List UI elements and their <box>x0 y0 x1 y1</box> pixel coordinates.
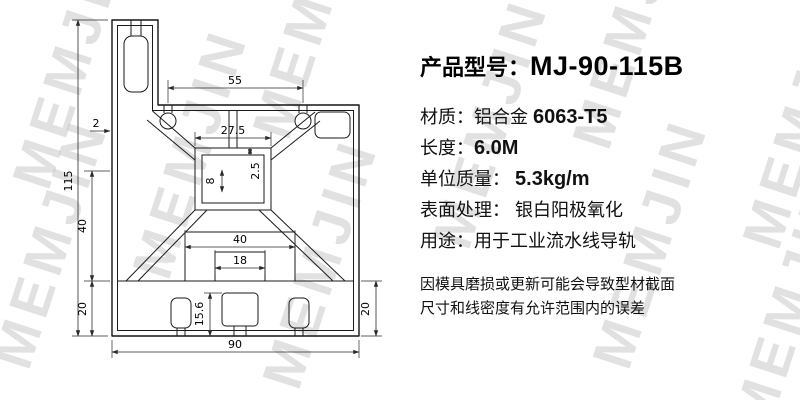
dim-40-mid: 40 <box>233 233 247 246</box>
dim-20-right: 20 <box>359 302 372 316</box>
spec-unit-mass-value: 5.3kg/m <box>515 168 590 190</box>
dim-115: 115 <box>62 171 75 192</box>
profile-drawing: 115 55 2 27.5 2.5 8 40 20 40 18 15.6 20 … <box>62 19 382 358</box>
dim-15-6: 15.6 <box>193 302 206 327</box>
dim-8: 8 <box>204 178 217 185</box>
dim-90: 90 <box>228 338 242 351</box>
spec-length-value: 6.0M <box>474 137 519 159</box>
dim-27-5: 27.5 <box>221 124 246 137</box>
spec-surface: 表面处理： 银白阳极氧化 <box>420 195 788 226</box>
tolerance-note-line2: 尺寸和线密度有允许范围内的误差 <box>420 300 646 317</box>
dim-2-5: 2.5 <box>249 162 262 180</box>
spec-material-value: 6063-T5 <box>533 106 608 128</box>
dimension-lines <box>72 19 382 358</box>
spec-unit-mass-label: 单位质量： <box>420 169 516 189</box>
model-value: MJ-90-115B <box>530 51 684 81</box>
spec-usage: 用途：用于工业流水线导轨 <box>420 226 788 257</box>
model-label: 产品型号： <box>420 55 531 80</box>
spec-material-label: 材质：铝合金 <box>420 107 534 127</box>
spec-length-label: 长度： <box>420 138 474 158</box>
dim-40-left: 40 <box>76 219 89 233</box>
dim-55: 55 <box>228 74 242 87</box>
dim-20-left: 20 <box>76 302 89 316</box>
spec-usage-label: 用途：用于工业流水线导轨 <box>420 231 636 251</box>
spec-panel: 产品型号：MJ-90-115B 材质：铝合金 6063-T5 长度：6.0M 单… <box>420 50 788 321</box>
dim-2: 2 <box>93 117 100 130</box>
spec-material: 材质：铝合金 6063-T5 <box>420 102 788 133</box>
tolerance-note: 因模具磨损或更新可能会导致型材截面 尺寸和线密度有允许范围内的误差 <box>420 273 788 321</box>
product-model-row: 产品型号：MJ-90-115B <box>420 50 788 82</box>
spec-length: 长度：6.0M <box>420 133 788 164</box>
dim-18: 18 <box>233 254 247 267</box>
spec-unit-mass: 单位质量： 5.3kg/m <box>420 164 788 195</box>
profile-geometry <box>111 19 360 337</box>
tolerance-note-line1: 因模具磨损或更新可能会导致型材截面 <box>420 276 676 293</box>
spec-surface-label: 表面处理： 银白阳极氧化 <box>420 200 623 220</box>
